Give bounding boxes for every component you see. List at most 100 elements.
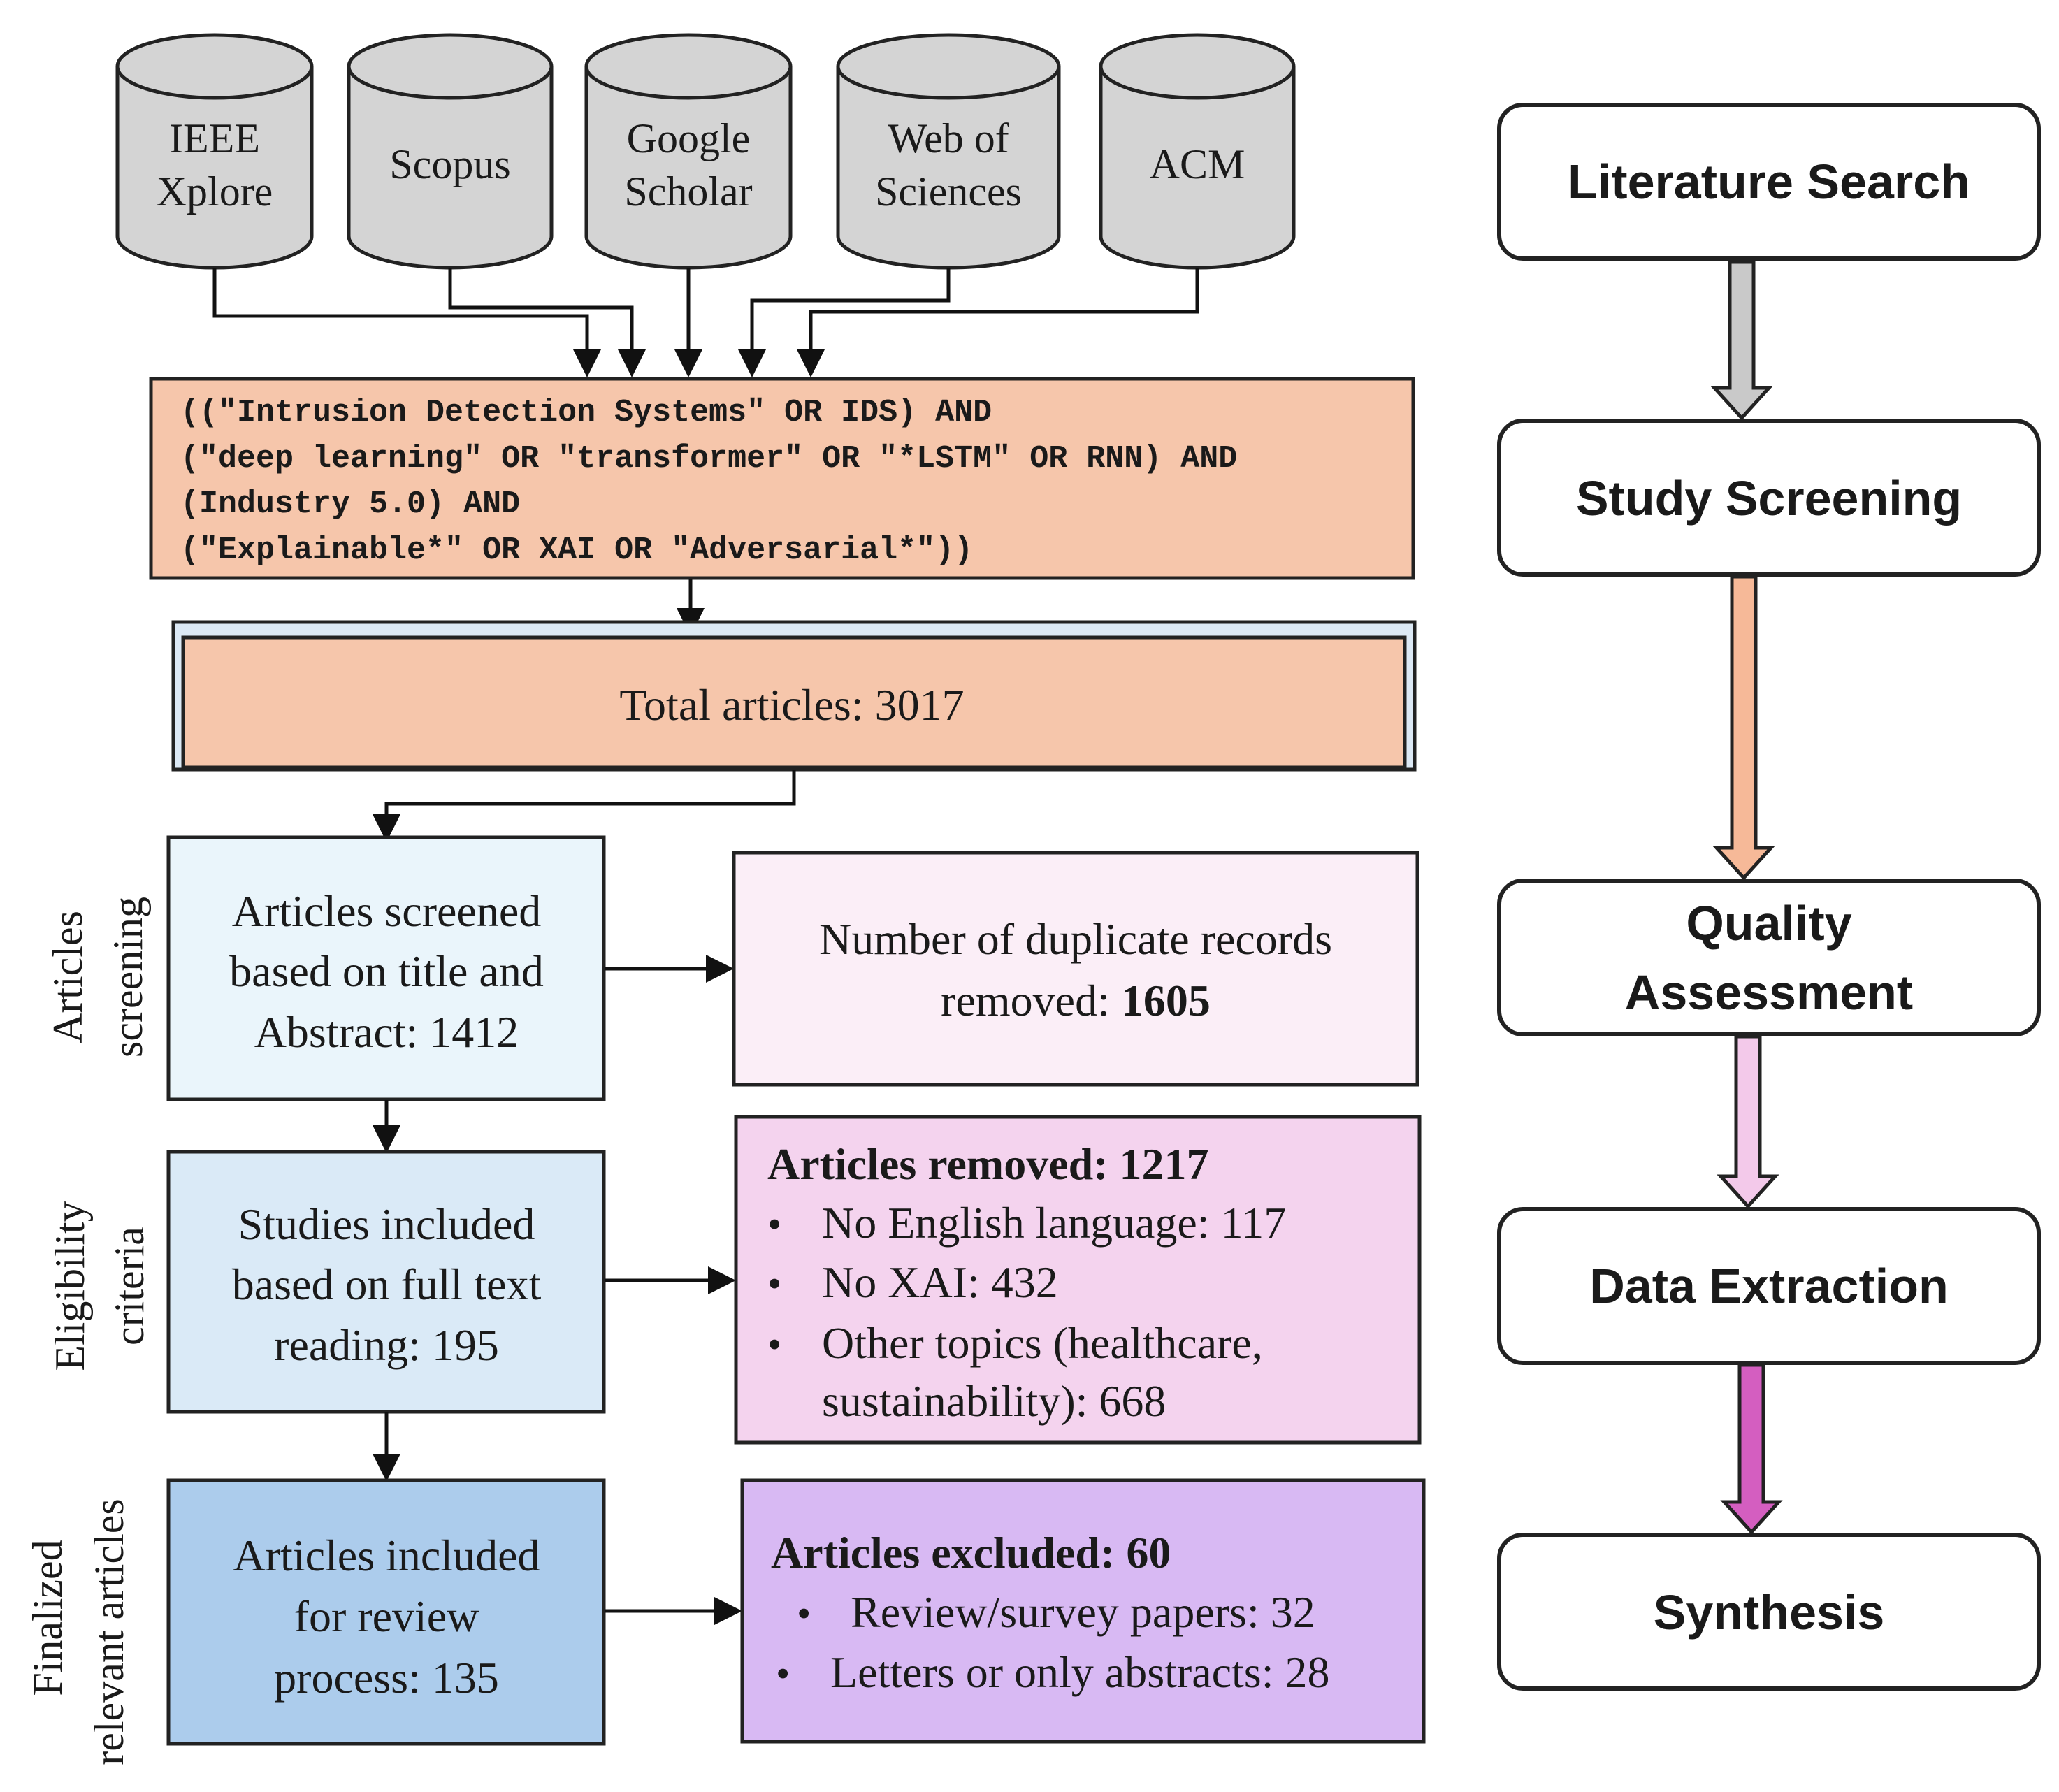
included-line-3: process: 135 [274,1653,499,1703]
database-ieee-body [115,66,314,270]
stage-quality-assessment-label-2: Assessment [1625,965,1913,1020]
screened-line-3: Abstract: 1412 [254,1007,519,1057]
fulltext-line-1: Studies included [238,1199,535,1249]
removed-bullet-1: • [767,1201,781,1247]
stage-synthesis: Synthesis [1497,1533,2041,1691]
total-articles-box: Total articles: 3017 [171,620,1417,772]
stage-literature-search-bg [1497,103,2041,261]
database-scopus-label: Scopus [389,141,510,187]
stage-literature-search-label: Literature Search [1568,154,1970,209]
query-box-bg [149,377,1415,580]
stage-arrow-search-screening [1710,260,1773,421]
removed-item-4: sustainability): 668 [822,1376,1166,1426]
search-query-box: (("Intrusion Detection Systems" OR IDS) … [149,377,1415,580]
connector-total-screened [373,770,796,842]
query-line-3: (Industry 5.0) AND [180,486,520,522]
excluded-item-1: Review/survey papers: 32 [851,1587,1315,1637]
fulltext-line-3: reading: 195 [274,1320,499,1370]
query-line-4: ("Explainable*" OR XAI OR "Adversarial*"… [180,533,973,568]
total-articles-text: Total articles: 3017 [619,680,964,730]
removed-item-2: No XAI: 432 [822,1257,1058,1307]
excluded-item-2: Letters or only abstracts: 28 [830,1647,1329,1697]
fulltext-studies-box: Studies included based on full text read… [166,1150,606,1414]
duplicates-removed-box: Number of duplicate records removed: 160… [732,851,1419,1087]
database-wos-top [836,33,1061,100]
stage-label-finalized-2: relevant articles [86,1498,132,1765]
database-acm-top [1099,33,1296,100]
screened-articles-box: Articles screened based on title and Abs… [166,835,606,1101]
removed-bullet-2: • [767,1261,781,1306]
stage-study-screening-bg [1497,419,2041,577]
excluded-title: Articles excluded: 60 [771,1528,1171,1577]
stage-arrow-screening-quality [1712,575,1775,881]
stage-synthesis-label: Synthesis [1654,1585,1885,1640]
database-scopus-top [347,33,554,100]
stage-label-eligibility-2: criteria [106,1227,152,1345]
fulltext-box-bg [166,1150,606,1414]
stage-data-extraction: Data Extraction [1497,1207,2041,1365]
screened-line-1: Articles screened [232,886,541,936]
connector-ieee [212,268,601,377]
query-line-2: ("deep learning" OR "transformer" OR "*L… [180,441,1237,477]
database-google-label-1: Google [627,115,751,161]
total-box-inner [181,635,1407,769]
stage-label-eligibility-1: Eligibility [47,1201,93,1371]
stage-literature-search: Literature Search [1497,103,2041,261]
removed-box-bg [734,1115,1422,1445]
excluded-bullet-1: • [797,1591,811,1636]
stage-data-extraction-label: Data Extraction [1589,1259,1948,1313]
stage-arrow-extraction-synthesis [1720,1363,1783,1535]
fulltext-line-2: based on full text [232,1259,542,1309]
screened-box-bg [166,835,606,1101]
database-acm: ACM [1099,33,1296,270]
database-google-top [584,33,793,100]
articles-excluded-box: Articles excluded: 60 • Review/survey pa… [740,1478,1426,1744]
removed-item-1: No English language: 117 [822,1198,1286,1248]
database-ieee-label-1: IEEE [169,115,260,161]
duplicates-line-1: Number of duplicate records [819,914,1332,964]
stage-quality-assessment: Quality Assessment [1497,879,2041,1036]
duplicates-line-2: removed: 1605 [941,976,1211,1025]
database-ieee-top [115,33,314,100]
removed-title: Articles removed: 1217 [767,1139,1209,1189]
duplicates-value: 1605 [1121,976,1211,1025]
stage-arrow-quality-extraction [1717,1034,1779,1209]
stage-study-screening-label: Study Screening [1576,471,1962,526]
database-google-label-2: Scholar [624,168,752,215]
database-wos-label-1: Web of [888,115,1009,161]
stage-label-screening-2: screening [105,897,151,1057]
database-scopus: Scopus [347,33,554,270]
database-wos-label-2: Sciences [875,168,1022,215]
stage-study-screening: Study Screening [1497,419,2041,577]
stage-quality-assessment-label-1: Quality [1686,896,1851,951]
database-connectors [212,268,1199,377]
removed-bullet-3: • [767,1322,781,1367]
excluded-bullet-2: • [776,1651,790,1696]
connector-scopus [448,268,646,377]
database-google-scholar: Google Scholar [584,33,793,270]
database-acm-body [1099,66,1296,270]
database-web-of-sciences: Web of Sciences [836,33,1061,270]
connector-wos [738,268,951,377]
stage-synthesis-bg [1497,1533,2041,1691]
database-ieee-label-2: Xplore [157,168,273,215]
database-acm-label: ACM [1150,141,1245,187]
stage-label-finalized-1: Finalized [24,1540,71,1696]
included-line-1: Articles included [233,1531,540,1580]
included-line-2: for review [294,1591,479,1641]
screened-line-2: based on title and [229,946,544,996]
stage-quality-assessment-bg [1497,879,2041,1036]
stage-label-screening: Articles screening [45,897,151,1057]
included-box-bg [166,1478,606,1746]
query-line-1: (("Intrusion Detection Systems" OR IDS) … [180,395,992,431]
stage-label-screening-1: Articles [45,911,91,1043]
duplicates-box-bg [732,851,1419,1087]
excluded-box-bg [740,1478,1426,1744]
removed-item-3: Other topics (healthcare, [822,1318,1263,1368]
stage-data-extraction-bg [1497,1207,2041,1365]
stage-label-finalized: Finalized relevant articles [24,1498,132,1765]
articles-included-box: Articles included for review process: 13… [166,1478,606,1746]
database-ieee-xplore: IEEE Xplore [115,33,314,270]
